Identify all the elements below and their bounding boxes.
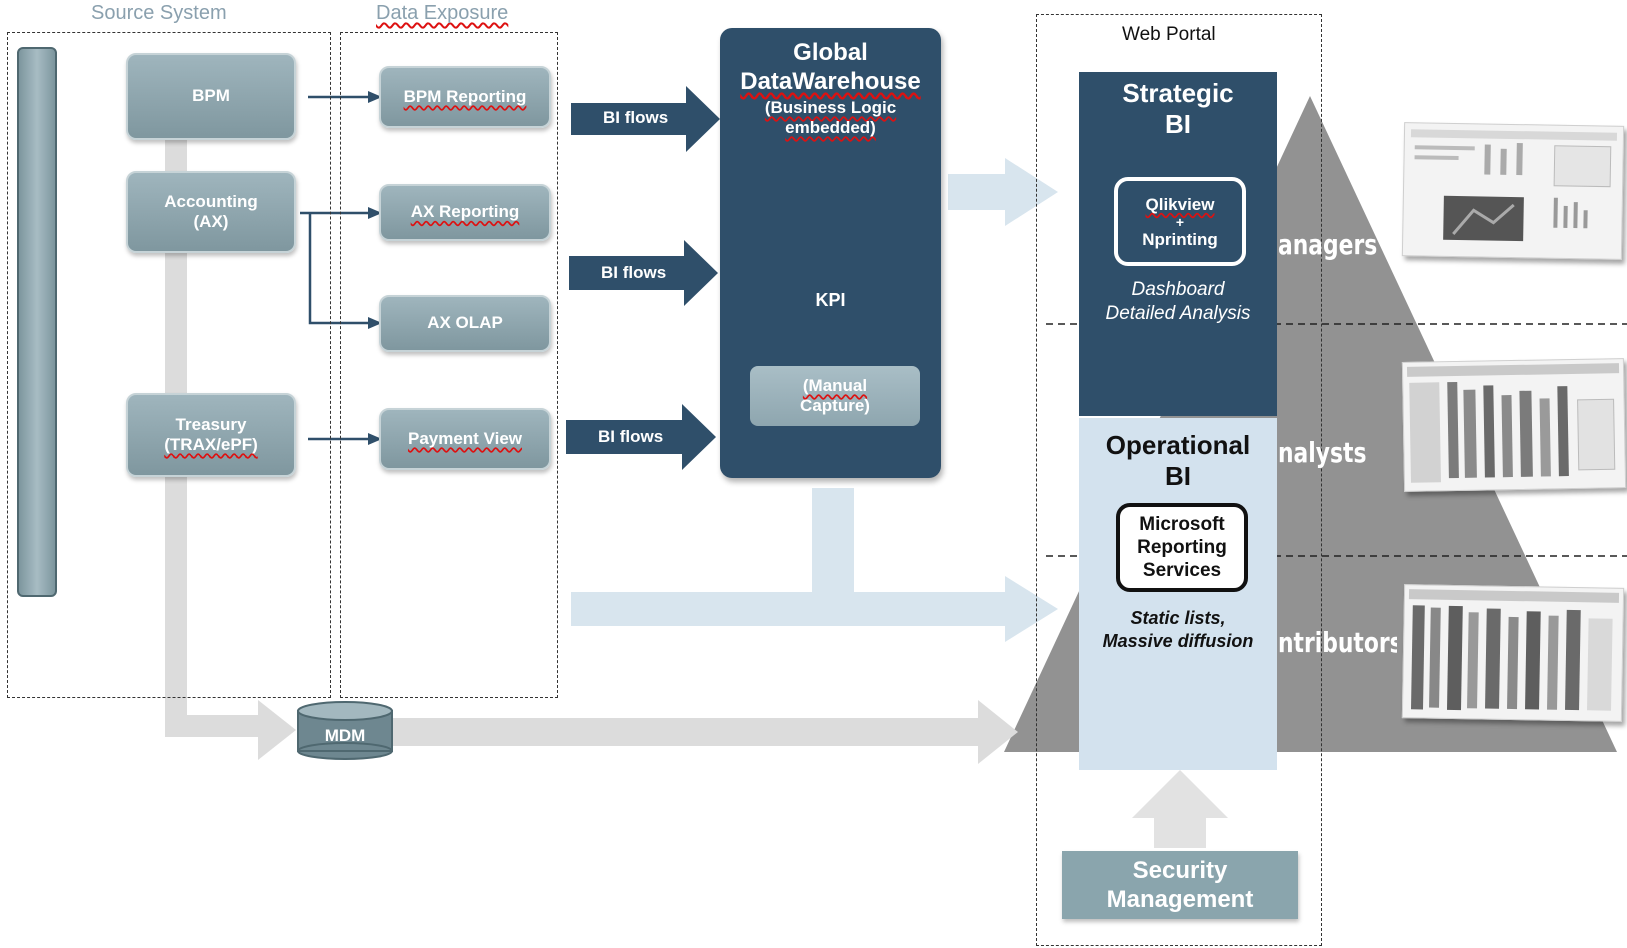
strategic-bi-desc-2: Detailed Analysis <box>1105 303 1251 324</box>
exposure-payment-view-label: Payment View <box>407 428 523 448</box>
mdm-flow-head-1 <box>258 700 296 760</box>
analysis-thumbnail <box>1401 358 1627 492</box>
mdm-flow-horizontal <box>392 718 982 746</box>
strategic-bi-title: Strategic BI <box>1079 78 1277 140</box>
data-exposure-group <box>340 32 558 698</box>
operational-bi-panel <box>1079 418 1277 770</box>
web-portal-title: Web Portal <box>1122 24 1216 45</box>
dw-title: Global DataWarehouse <box>720 38 941 96</box>
exposure-ax-reporting[interactable]: AX Reporting <box>379 184 551 241</box>
manual-capture-box[interactable]: (Manual Capture) <box>750 366 920 426</box>
pyramid-label-clip: anagers nalysts ntributors <box>1277 60 1397 760</box>
bi-flow-arrow-3 <box>566 404 716 470</box>
dw-title-line-2: DataWarehouse <box>740 68 921 95</box>
source-accounting[interactable]: Accounting (AX) <box>126 171 296 253</box>
dw-to-strategic-head <box>1005 158 1058 226</box>
source-treasury-label-2: (TRAX/ePF) <box>164 435 258 454</box>
strategic-bi-desc-1: Dashboard <box>1131 279 1225 300</box>
source-treasury[interactable]: Treasury (TRAX/ePF) <box>126 393 296 477</box>
static-list-thumbnail-graphic <box>1408 589 1620 711</box>
kpi-label: KPI <box>815 290 846 310</box>
pyramid-label-analysts: nalysts <box>1278 436 1367 469</box>
bi-flow-arrow-1 <box>571 86 720 152</box>
source-system-group <box>7 32 331 698</box>
operational-bi-desc-2: Massive diffusion <box>1102 631 1254 651</box>
exposure-ax-olap[interactable]: AX OLAP <box>379 295 551 352</box>
pyramid-label-contributors: ntributors <box>1278 626 1397 659</box>
dw-to-operational-band <box>571 592 1011 626</box>
strategic-bi-desc: Dashboard Detailed Analysis <box>1079 278 1277 326</box>
nprinting-label: Nprinting <box>1142 229 1218 249</box>
exposure-payment-view[interactable]: Payment View <box>379 408 551 470</box>
exposure-ax-reporting-label: AX Reporting <box>410 202 520 222</box>
web-portal-group <box>1036 14 1322 946</box>
pyramid-label-managers: anagers <box>1278 228 1378 261</box>
ax-connector-2 <box>308 213 372 325</box>
exposure-bpm-reporting-label: BPM Reporting <box>403 86 527 106</box>
security-up-arrow <box>1132 770 1228 848</box>
source-treasury-label-1: Treasury <box>175 414 247 434</box>
static-list-thumbnail <box>1401 584 1625 722</box>
strategic-bi-title-2: BI <box>1165 109 1191 139</box>
analysis-thumbnail-graphic <box>1406 363 1620 483</box>
manual-capture-line-1: (Manual <box>802 376 868 395</box>
bi-flow-label-2: BI flows <box>601 263 667 282</box>
dw-subtitle-line-2: embedded) <box>785 118 876 137</box>
bi-flow-label-1: BI flows <box>603 108 669 127</box>
source-system-bar <box>17 47 57 597</box>
security-line-2: Management <box>1106 886 1254 913</box>
mdm-label: MDM <box>324 726 366 745</box>
operational-bi-title: Operational BI <box>1079 430 1277 492</box>
section-title-data-exposure: Data Exposure <box>376 2 509 24</box>
ms-reporting-line-3: Services <box>1142 560 1222 581</box>
operational-bi-desc: Static lists, Massive diffusion <box>1079 607 1277 653</box>
section-title-source-system: Source System <box>91 2 227 24</box>
mdm-flow-head-2 <box>978 700 1018 764</box>
operational-bi-title-2: BI <box>1165 461 1191 491</box>
operational-bi-title-1: Operational <box>1105 430 1251 460</box>
plus-label: + <box>1175 213 1185 230</box>
dashboard-thumbnail-graphic <box>1410 129 1618 242</box>
mdm-cylinder <box>297 701 393 760</box>
ms-reporting-line-1: Microsoft <box>1139 514 1225 535</box>
source-accounting-label-2: (AX) <box>193 212 229 231</box>
exposure-ax-olap-label: AX OLAP <box>427 313 503 333</box>
bi-flow-label-3: BI flows <box>598 427 664 446</box>
dw-to-operational-head <box>1005 576 1058 642</box>
security-line-1: Security <box>1132 857 1228 884</box>
dw-subtitle-line-1: (Business Logic <box>764 98 897 117</box>
bi-flow-arrow-2 <box>569 240 718 306</box>
manual-capture-line-2: Capture) <box>800 396 870 415</box>
exposure-bpm-reporting[interactable]: BPM Reporting <box>379 66 551 128</box>
mdm-flow-vertical <box>165 138 262 737</box>
qlikview-label: Qlikview <box>1145 194 1215 214</box>
source-accounting-label-1: Accounting <box>164 191 258 211</box>
dw-subtitle: (Business Logic embedded) <box>720 98 941 138</box>
operational-bi-desc-1: Static lists, <box>1130 608 1226 628</box>
ms-reporting-services-box[interactable]: Microsoft Reporting Services <box>1116 503 1248 592</box>
dw-title-line-1: Global <box>793 39 868 66</box>
security-management-box[interactable]: Security Management <box>1062 851 1298 919</box>
source-bpm[interactable]: BPM <box>126 53 296 140</box>
strategic-bi-title-1: Strategic <box>1122 78 1234 108</box>
ms-reporting-line-2: Reporting <box>1137 537 1227 558</box>
dw-to-strategic-band <box>948 174 1010 210</box>
source-bpm-label: BPM <box>192 86 230 106</box>
qlikview-nprinting-box[interactable]: Qlikview + Nprinting <box>1114 177 1246 266</box>
dashboard-thumbnail <box>1401 122 1625 260</box>
